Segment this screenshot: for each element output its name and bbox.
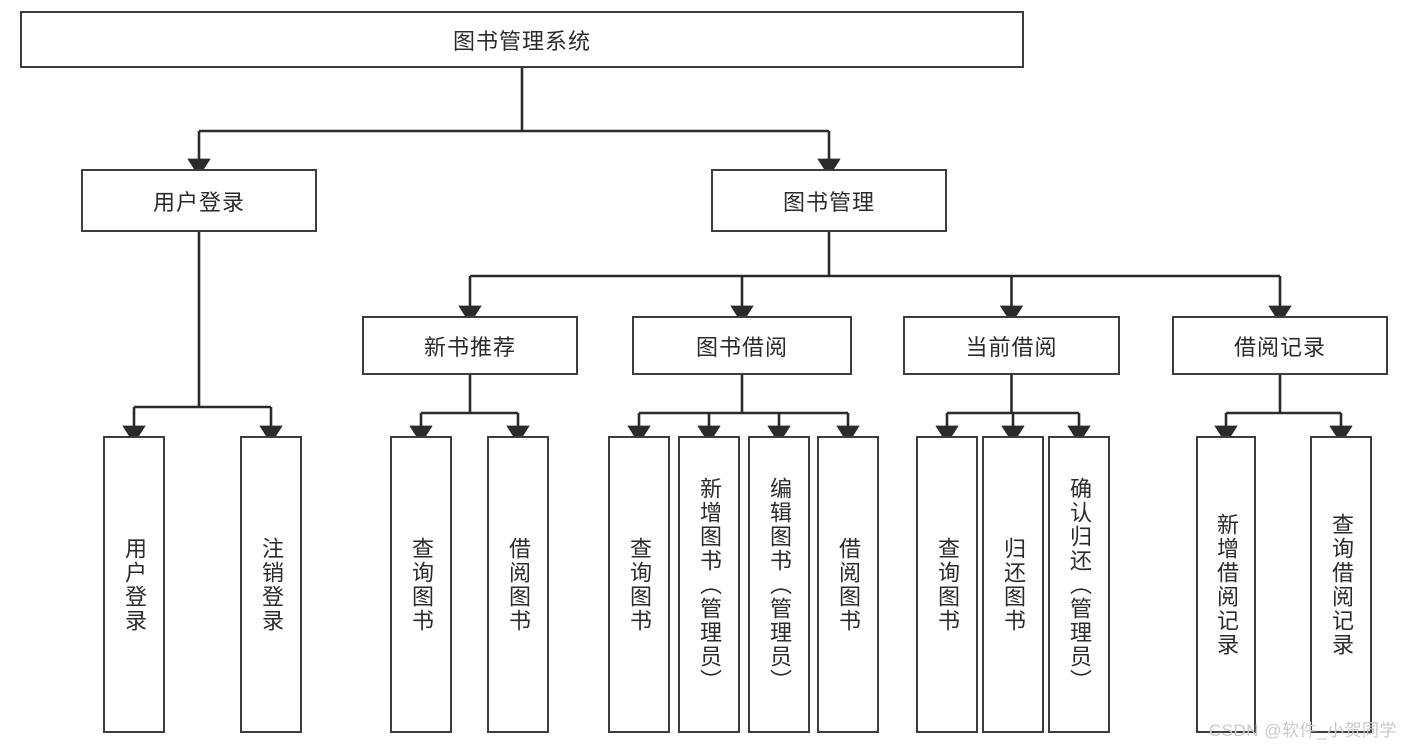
node-label: 查询借阅记录 [1328, 512, 1354, 657]
node-leaf-add-record[interactable]: 新增借阅记录 [1196, 436, 1256, 733]
node-label: 新增图书（管理员） [696, 476, 722, 693]
node-label: 借阅图书 [505, 536, 531, 633]
node-user-login[interactable]: 用户登录 [81, 169, 317, 232]
node-label: 注销登录 [258, 536, 284, 633]
node-label: 新增借阅记录 [1213, 512, 1239, 657]
node-label: 用户登录 [152, 189, 245, 215]
node-label: 借阅记录 [1233, 334, 1326, 360]
node-label: 图书借阅 [695, 334, 788, 360]
node-leaf-edit-book[interactable]: 编辑图书（管理员） [748, 436, 810, 733]
node-leaf-query-book-2[interactable]: 查询图书 [608, 436, 670, 733]
node-leaf-borrow-book-2[interactable]: 借阅图书 [817, 436, 879, 733]
node-label: 新书推荐 [423, 334, 516, 360]
node-label: 当前借阅 [965, 334, 1058, 360]
node-label: 借阅图书 [835, 536, 861, 633]
node-root[interactable]: 图书管理系统 [20, 11, 1024, 68]
node-book-borrow[interactable]: 图书借阅 [632, 316, 852, 375]
node-label: 归还图书 [1000, 536, 1026, 633]
node-label: 查询图书 [934, 536, 960, 633]
node-label: 编辑图书（管理员） [766, 476, 792, 693]
node-current-borrow[interactable]: 当前借阅 [903, 316, 1120, 375]
node-label: 查询图书 [626, 536, 652, 633]
node-label: 用户登录 [121, 536, 147, 633]
node-leaf-logout[interactable]: 注销登录 [240, 436, 302, 733]
node-label: 确认归还（管理员） [1066, 476, 1092, 693]
node-leaf-query-record[interactable]: 查询借阅记录 [1310, 436, 1372, 733]
node-label: 图书管理系统 [452, 28, 591, 54]
node-leaf-query-book-3[interactable]: 查询图书 [916, 436, 978, 733]
node-leaf-confirm-return[interactable]: 确认归还（管理员） [1048, 436, 1110, 733]
node-book-manage[interactable]: 图书管理 [711, 169, 947, 232]
watermark-text: CSDN @软件_小贺同学 [1208, 721, 1397, 740]
node-leaf-add-book[interactable]: 新增图书（管理员） [678, 436, 740, 733]
node-label: 查询图书 [408, 536, 434, 633]
node-leaf-query-book-1[interactable]: 查询图书 [390, 436, 452, 733]
node-borrow-record[interactable]: 借阅记录 [1172, 316, 1388, 375]
node-leaf-user-login[interactable]: 用户登录 [103, 436, 165, 733]
node-new-book-rec[interactable]: 新书推荐 [362, 316, 578, 375]
node-leaf-return-book[interactable]: 归还图书 [982, 436, 1044, 733]
node-label: 图书管理 [782, 189, 875, 215]
node-leaf-borrow-book-1[interactable]: 借阅图书 [487, 436, 549, 733]
